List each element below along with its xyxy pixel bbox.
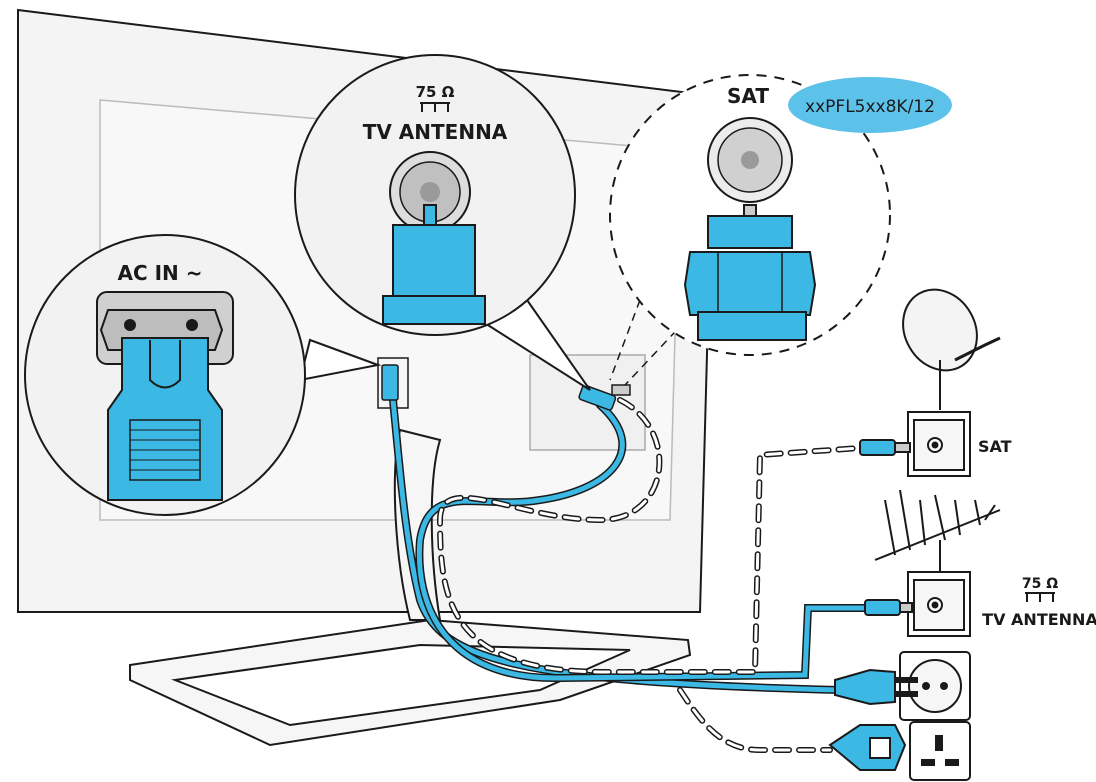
coax-plug-icon: [382, 204, 486, 325]
antenna-wall-socket: [864, 571, 971, 637]
satellite-dish-icon: [902, 288, 1001, 410]
sat-callout: SAT xxPFL5xx8K/12: [609, 74, 952, 386]
cables: [389, 396, 869, 753]
tv-antenna-label: TV ANTENNA: [363, 120, 508, 144]
model-badge-text: xxPFL5xx8K/12: [805, 97, 935, 117]
sat-callout-label: SAT: [727, 84, 769, 108]
sat-wall-socket: [859, 411, 971, 477]
tv-antenna-callout: 75 Ω TV ANTENNA: [294, 54, 591, 391]
coax-plug-icon: [864, 599, 913, 616]
sat-f-connector-icon: [683, 204, 817, 341]
wall-socket-icon: [899, 651, 971, 721]
ac-in-label: AC IN ~: [117, 261, 202, 285]
uk-wall-socket-icon: [909, 721, 971, 781]
tv-antenna-wall-label: TV ANTENNA: [982, 610, 1096, 629]
model-badge: [788, 77, 952, 133]
antenna-icon: [874, 489, 1001, 572]
power-plug-icon: [107, 337, 223, 501]
uk-plug-icon: [828, 724, 907, 771]
coax-plug-icon: [859, 439, 911, 456]
ac-in-callout: AC IN ~: [24, 234, 382, 516]
wall-ohm-label: 75 Ω: [1022, 576, 1058, 592]
power-plug-icon: [834, 668, 918, 706]
ohm-label: 75 Ω: [416, 83, 455, 101]
sat-wall-label: SAT: [978, 437, 1012, 456]
coax-connector-icon: [381, 364, 631, 411]
